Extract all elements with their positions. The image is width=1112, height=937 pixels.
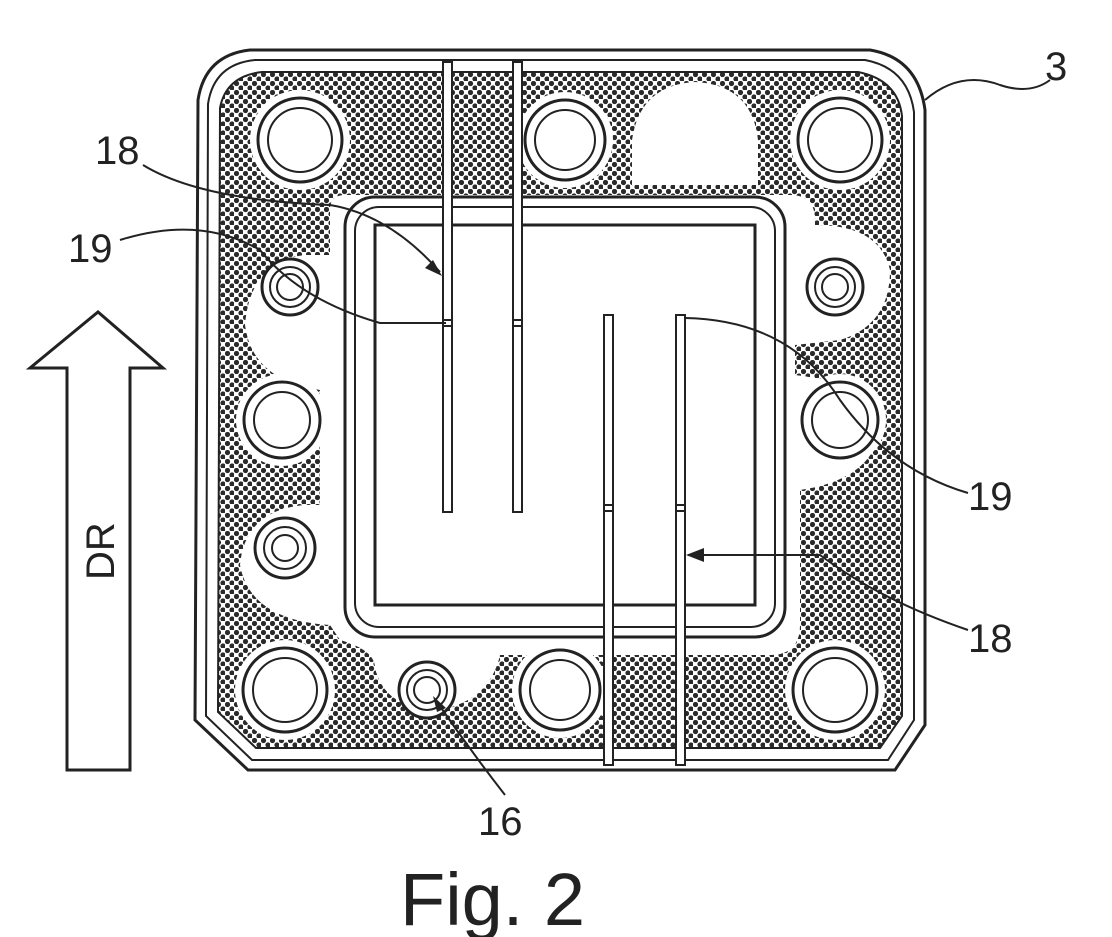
label-marker-left: 19 [68,227,113,271]
label-slot-top-left: 18 [95,129,140,173]
label-slot-bottom-right: 18 [968,617,1013,661]
direction-arrow: DR [30,312,163,770]
bolt-hole-bottom-center [520,650,600,730]
bolt-hole-bottom-left [243,648,327,732]
bolt-hole-top-center [525,100,605,180]
label-marker-right: 19 [968,475,1013,519]
slot-bottom-1 [604,315,613,765]
leader-plate [925,80,1050,100]
bolt-hole-top-right [798,98,882,182]
label-port-bottom: 16 [478,800,523,844]
slot-top-2 [513,62,522,512]
bolt-hole-top-left [258,98,342,182]
port-bottom [399,662,455,718]
label-plate: 3 [1045,45,1067,89]
flow-field [345,197,785,637]
direction-arrow-label: DR [79,522,123,580]
port-upper-right [807,259,863,315]
port-upper-left [262,259,318,315]
port-lower-left [255,518,315,578]
bolt-hole-mid-left [244,382,320,458]
bolt-hole-mid-right [802,382,878,458]
slot-bottom-2 [676,315,685,765]
bolt-hole-bottom-right [793,648,877,732]
slot-top-1 [443,62,452,512]
figure-caption: Fig. 2 [400,858,585,937]
